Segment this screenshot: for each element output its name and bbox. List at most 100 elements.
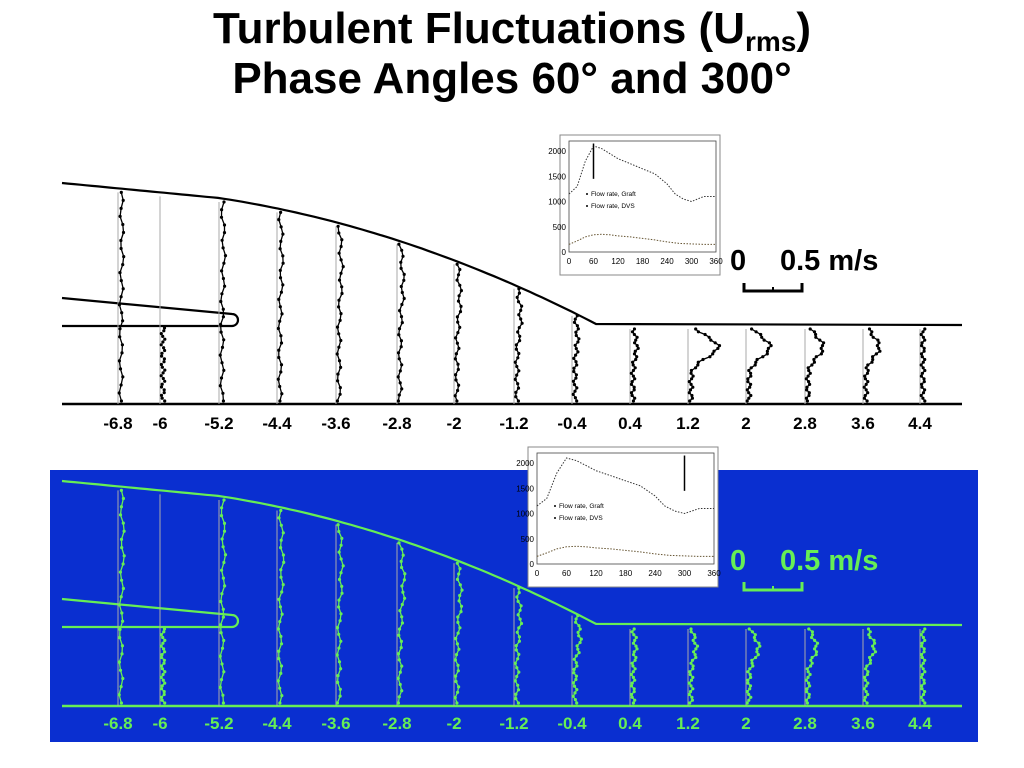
urms-profile <box>397 243 405 402</box>
inset-x-tick: 300 <box>685 257 699 266</box>
profile-point <box>160 382 164 386</box>
inset-y-tick: 2000 <box>548 147 566 156</box>
inset-y-tick: 2000 <box>516 459 534 468</box>
inset-legend-marker <box>586 205 588 207</box>
inset-legend-entry: Flow rate, DVS <box>591 203 635 210</box>
station-tick-label: -1.2 <box>499 714 528 733</box>
inset-plot-area <box>568 140 717 253</box>
inset-legend-entry: Flow rate, Graft <box>559 503 604 510</box>
inset-series-line <box>568 233 716 245</box>
inset-x-tick: 240 <box>660 257 674 266</box>
inset-x-tick: 240 <box>648 569 662 578</box>
profile-point <box>159 374 163 378</box>
title-prefix: Turbulent Fluctuations (U <box>212 4 745 53</box>
profile-point <box>160 351 164 355</box>
profile-point <box>162 329 166 333</box>
profile-point <box>162 388 166 392</box>
profile-point <box>162 326 167 330</box>
station-tick-label: -3.6 <box>321 714 350 733</box>
inset-series-line <box>536 545 714 557</box>
inset-x-tick: 60 <box>589 257 598 266</box>
inset-frame <box>527 446 719 588</box>
station-tick-label: 1.2 <box>676 714 700 733</box>
inset-legend-marker <box>554 505 556 507</box>
station-tick-label: -4.4 <box>262 414 292 433</box>
profile-point <box>159 385 164 389</box>
station-tick-label: -2.8 <box>382 714 411 733</box>
station-tick-label: -6.8 <box>103 714 132 733</box>
title-suffix: ) <box>796 4 812 53</box>
profile-point <box>163 379 167 383</box>
urms-profile <box>160 628 166 704</box>
profile-point <box>336 224 340 228</box>
station-tick-label: -6 <box>152 714 167 733</box>
inset-legend-marker <box>586 193 588 195</box>
inset-x-tick: 360 <box>709 257 723 266</box>
inset-y-tick: 0 <box>530 560 535 569</box>
urms-profile <box>688 328 721 402</box>
inset-legend-marker <box>554 517 556 519</box>
inset-y-tick: 1000 <box>516 510 534 519</box>
station-tick-label: -4.4 <box>262 714 292 733</box>
station-tick-label: 4.4 <box>908 414 932 433</box>
urms-profile <box>219 201 227 402</box>
station-tick-label: 2 <box>741 714 750 733</box>
inset-x-tick: 180 <box>619 569 633 578</box>
urms-profile <box>863 628 877 704</box>
station-tick-label: 0.4 <box>618 414 642 433</box>
profile-point <box>162 357 166 361</box>
station-tick-label: -0.4 <box>557 714 587 733</box>
urms-profile <box>805 628 819 704</box>
urms-profile <box>920 328 926 402</box>
profile-point <box>163 399 167 403</box>
urms-profile <box>219 499 227 704</box>
urms-profile <box>454 563 463 704</box>
inset-frame <box>559 134 721 276</box>
inset-x-tick: 120 <box>611 257 625 266</box>
inset-x-tick: 0 <box>567 257 572 266</box>
inset-series-line <box>536 457 714 515</box>
urms-profile <box>572 615 583 704</box>
profile-point <box>163 337 167 341</box>
profile-point <box>161 376 165 381</box>
inset-y-tick: 0 <box>562 248 567 257</box>
profile-point <box>160 354 164 358</box>
urms-profile <box>118 490 125 704</box>
scale-value-label: 0.5 m/s <box>780 245 878 277</box>
profile-point <box>161 340 165 344</box>
profile-point <box>160 365 164 369</box>
profile-point <box>159 343 163 347</box>
station-tick-label: 2 <box>741 414 750 433</box>
urms-profile <box>336 226 344 402</box>
urms-profile <box>397 542 406 704</box>
station-tick-label: -1.2 <box>499 414 528 433</box>
title-line-2: Phase Angles 60° and 300° <box>232 54 792 103</box>
station-tick-label: 1.2 <box>676 414 700 433</box>
title-subscript: rms <box>745 26 797 57</box>
inset-y-tick: 1500 <box>548 172 566 181</box>
inset-series-line <box>568 145 716 203</box>
profile-point <box>162 346 166 350</box>
station-tick-label: 4.4 <box>908 714 932 733</box>
scale-zero-label: 0 <box>730 245 746 277</box>
station-tick-label: 3.6 <box>851 414 875 433</box>
inset-x-tick: 360 <box>707 569 721 578</box>
slide-title: Turbulent Fluctuations (Urms) Phase Angl… <box>0 4 1024 104</box>
inset-y-tick: 1500 <box>516 484 534 493</box>
inset-x-tick: 300 <box>678 569 692 578</box>
profile-point <box>163 348 167 353</box>
title-line-1: Turbulent Fluctuations (Urms) <box>0 4 1024 57</box>
station-tick-label: -2.8 <box>382 414 411 433</box>
profile-point <box>162 360 166 364</box>
station-tick-label: 2.8 <box>793 414 817 433</box>
urms-profile <box>920 628 926 704</box>
inset-y-tick: 1000 <box>548 198 566 207</box>
graft-inflow-wall <box>61 296 240 328</box>
inset-x-tick: 120 <box>589 569 603 578</box>
urms-profile <box>746 628 761 704</box>
urms-profile <box>514 588 523 704</box>
profile-point <box>161 371 165 375</box>
